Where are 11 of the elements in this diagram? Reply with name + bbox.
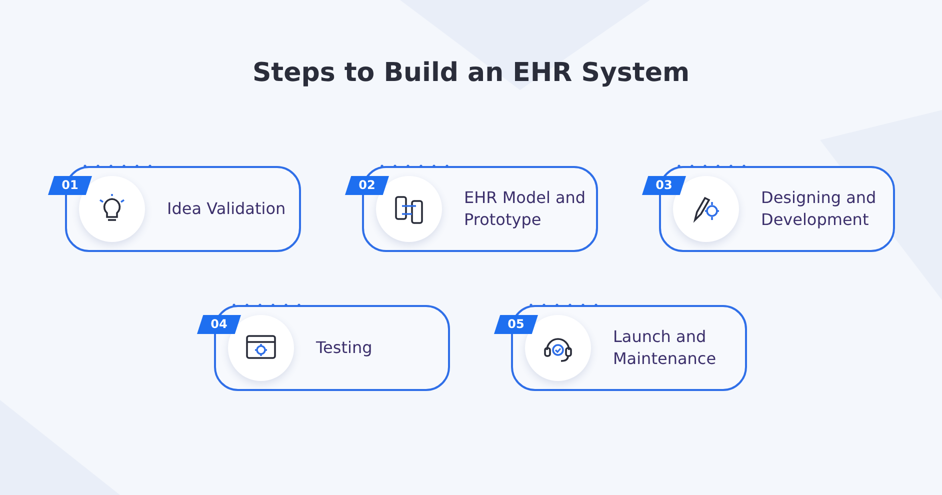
step-title: Idea Validation — [167, 198, 287, 220]
step-title: Testing — [316, 337, 374, 359]
step-title: EHR Model and Prototype — [464, 187, 587, 231]
step-number: 04 — [197, 315, 241, 334]
step-number: 03 — [642, 176, 686, 195]
step-number: 02 — [345, 176, 389, 195]
title: Steps to Build an EHR System — [251, 58, 691, 88]
step-number: 01 — [48, 176, 92, 195]
step-title: Launch and Maintenance — [613, 326, 718, 370]
step-title: Designing and Development — [761, 187, 878, 231]
step-number: 05 — [494, 315, 538, 334]
